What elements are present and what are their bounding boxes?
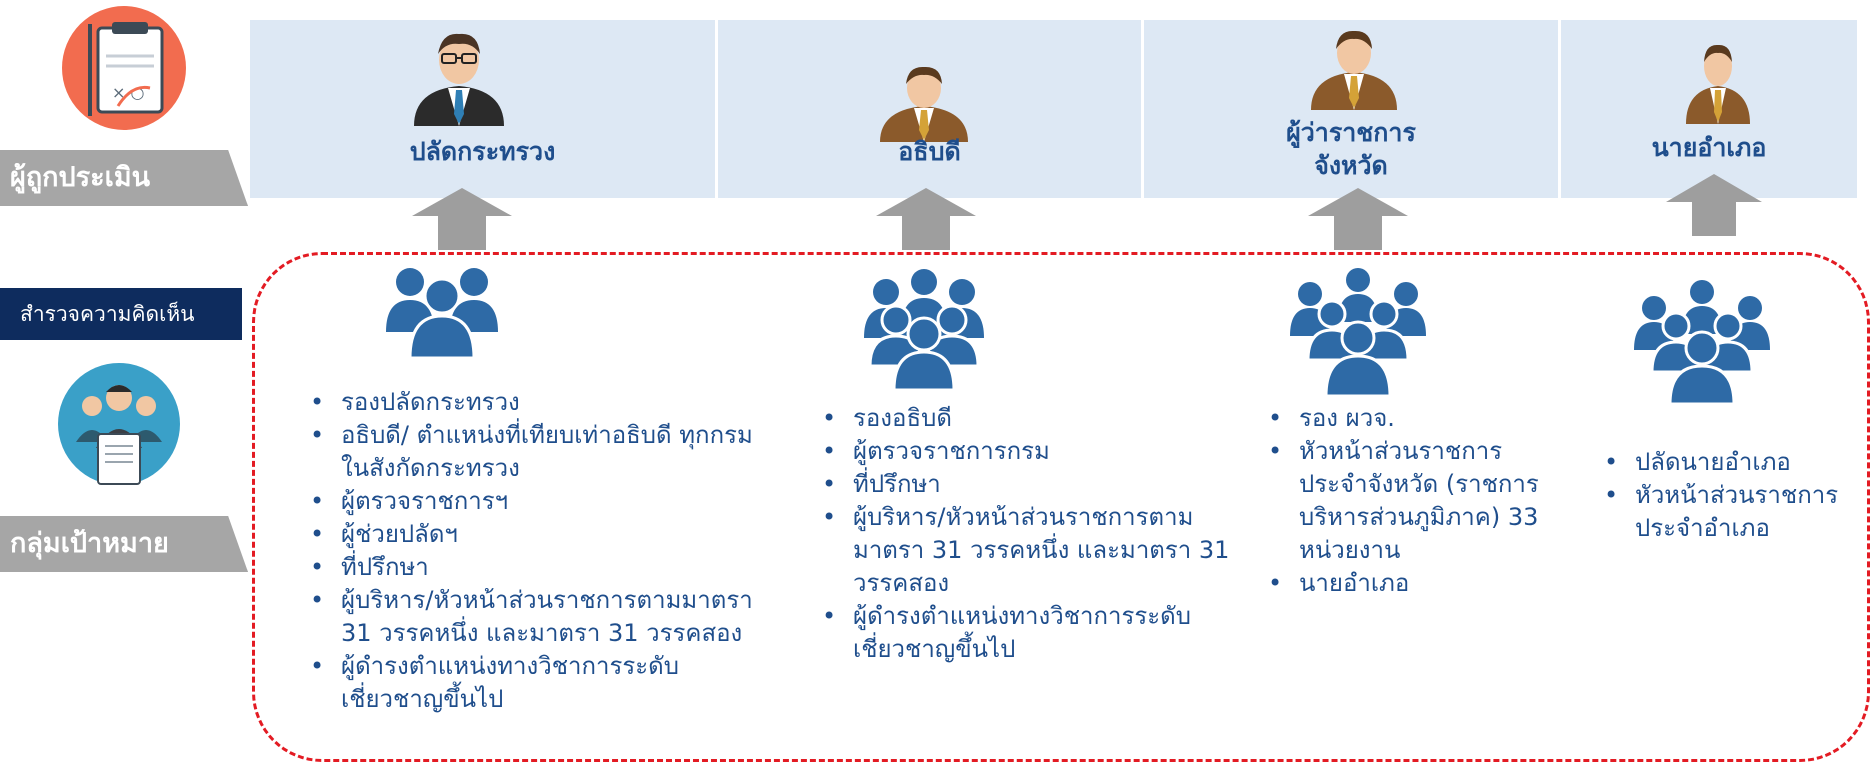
list-item: รอง ผวจ. xyxy=(1264,402,1564,435)
list-item: ผู้บริหาร/หัวหน้าส่วนราชการตามมาตรา 31 ว… xyxy=(306,584,766,650)
evaluated-panel-4: นายอำเภอ xyxy=(1561,20,1857,198)
target-group-label-text: กลุ่มเป้าหมาย xyxy=(10,528,169,559)
evaluated-panel-3: ผู้ว่าราชการ จังหวัด xyxy=(1144,20,1558,198)
list-item: ปลัดนายอำเภอ xyxy=(1600,446,1868,479)
target-list-3: รอง ผวจ. หัวหน้าส่วนราชการประจำจังหวัด (… xyxy=(1264,402,1564,600)
strategy-clipboard-icon: × ○ xyxy=(62,6,186,130)
people-group-icon xyxy=(1286,266,1430,400)
list-item: ผู้บริหาร/หัวหน้าส่วนราชการตาม มาตรา 31 … xyxy=(818,501,1260,600)
list-item: นายอำเภอ xyxy=(1264,567,1564,600)
evaluated-title-3: ผู้ว่าราชการ จังหวัด xyxy=(1286,118,1416,180)
evaluated-panel-2: อธิบดี xyxy=(718,20,1141,198)
people-group-icon xyxy=(1630,278,1774,408)
list-item: รองอธิบดี xyxy=(818,402,1260,435)
target-list-1: รองปลัดกระทรวง อธิบดี/ ตำแหน่งที่เทียบเท… xyxy=(306,386,766,716)
evaluated-panel-1: ปลัดกระทรวง xyxy=(250,20,715,198)
up-arrow-icon xyxy=(876,188,976,254)
list-item: ผู้ดำรงตำแหน่งทางวิชาการระดับเชี่ยวชาญขึ… xyxy=(306,650,766,716)
district-chief-avatar-icon xyxy=(1685,40,1751,128)
target-group-label: กลุ่มเป้าหมาย xyxy=(0,516,248,572)
list-item: รองปลัดกระทรวง xyxy=(306,386,766,419)
up-arrow-icon xyxy=(1666,174,1762,240)
evaluated-title-1: ปลัดกระทรวง xyxy=(409,137,556,166)
evaluated-title-4: นายอำเภอ xyxy=(1651,133,1767,162)
list-item: หัวหน้าส่วนราชการประจำจังหวัด (ราชการบริ… xyxy=(1264,435,1564,567)
people-group-icon xyxy=(856,266,992,394)
list-item: ที่ปรึกษา xyxy=(306,551,766,584)
evaluated-label: ผู้ถูกประเมิน xyxy=(0,150,248,206)
list-item: ผู้ตรวจราชการกรม xyxy=(818,435,1260,468)
people-group-icon xyxy=(384,262,500,362)
up-arrow-icon xyxy=(1308,188,1408,254)
executive-avatar-icon xyxy=(878,64,970,146)
governor-avatar-icon xyxy=(1309,28,1399,114)
list-item: หัวหน้าส่วนราชการประจำอำเภอ xyxy=(1600,479,1868,545)
list-item: ที่ปรึกษา xyxy=(818,468,1260,501)
up-arrow-icon xyxy=(412,188,512,254)
list-item: ผู้ตรวจราชการฯ xyxy=(306,485,766,518)
target-list-2: รองอธิบดี ผู้ตรวจราชการกรม ที่ปรึกษา ผู้… xyxy=(818,402,1260,666)
meeting-icon xyxy=(58,362,180,486)
survey-label-text: สำรวจความคิดเห็น xyxy=(20,302,195,326)
evaluated-label-text: ผู้ถูกประเมิน xyxy=(10,162,151,193)
list-item: ผู้ช่วยปลัดฯ xyxy=(306,518,766,551)
target-groups-frame xyxy=(252,252,1870,762)
evaluated-title-2: อธิบดี xyxy=(898,137,961,166)
list-item: ผู้ดำรงตำแหน่งทางวิชาการระดับเชี่ยวชาญขึ… xyxy=(818,600,1260,666)
list-item: อธิบดี/ ตำแหน่งที่เทียบเท่าอธิบดี ทุกกรม… xyxy=(306,419,766,485)
target-list-4: ปลัดนายอำเภอ หัวหน้าส่วนราชการประจำอำเภอ xyxy=(1600,446,1868,545)
official-avatar-icon xyxy=(412,28,506,130)
survey-label: สำรวจความคิดเห็น xyxy=(0,288,242,340)
